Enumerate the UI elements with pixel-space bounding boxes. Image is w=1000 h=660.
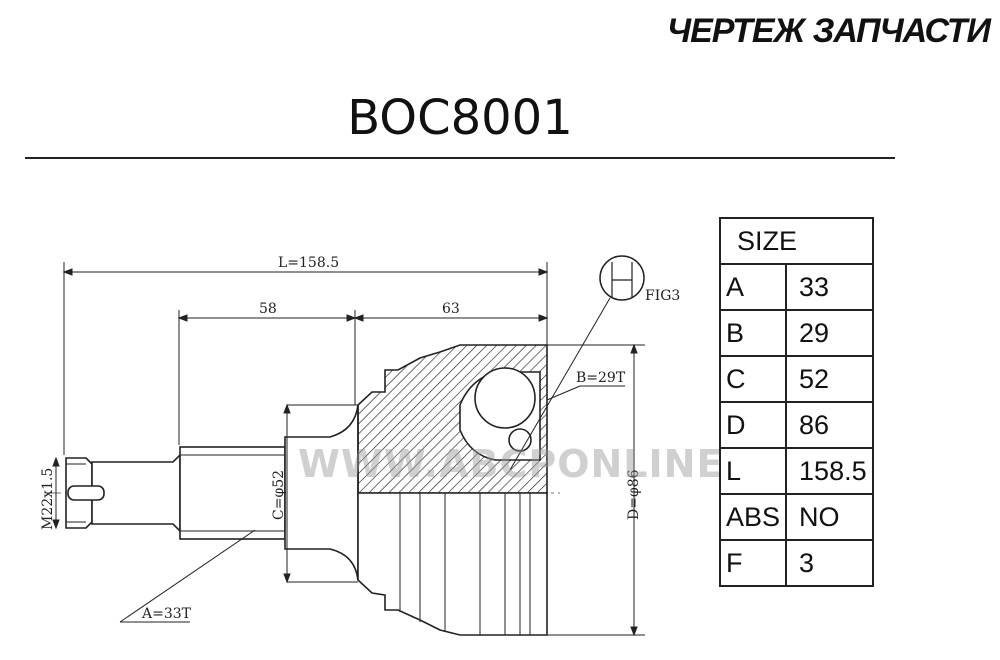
header-title: ЧЕРТЕЖ ЗАПЧАСТИ [667,12,991,50]
inner-race [459,367,541,461]
size-value: 33 [785,263,874,311]
diameter-d-label: D=φ86 [626,469,642,520]
size-value: NO [785,493,874,541]
size-key: C [718,355,788,403]
size-key: F [718,539,788,587]
size-table-header-row: SIZE [719,217,874,265]
diameter-d-dimension [547,343,645,637]
dimension-total-length [62,262,549,455]
size-table-header: SIZE [719,217,874,265]
part-number: BOC8001 [347,90,573,146]
table-row: D 86 [718,401,874,449]
dimension-section-lengths [177,310,549,445]
shaft-length-label: 58 [259,301,277,317]
watermark: WWW.ABCPONLINE [298,442,724,486]
outer-spline-leader [119,529,256,623]
diameter-c-dimension [283,403,358,584]
table-row: A 33 [718,263,874,311]
size-key: B [718,309,788,357]
size-key: L [718,447,788,495]
table-row: L 158.5 [718,447,874,495]
joint-length-label: 63 [442,301,460,317]
table-row: B 29 [718,309,874,357]
threaded-end [65,453,181,533]
total-length-label: L=158.5 [278,255,339,271]
inner-spline-label: B=29T [576,370,626,386]
size-value: 52 [785,355,874,403]
fig3-callout [509,255,645,471]
fig3-label: FIG3 [645,288,680,304]
thread-dimension [52,456,60,530]
size-key: ABS [718,493,788,541]
ball-bearing [474,367,536,429]
size-value: 86 [785,401,874,449]
title-underline [25,157,895,159]
diameter-c-label: C=φ52 [271,470,287,520]
table-row: C 52 [718,355,874,403]
thread-label: M22x1.5 [40,468,56,530]
table-row: ABS NO [718,493,874,541]
outer-spline-label: A=33T [141,606,192,622]
size-value: 3 [785,539,874,587]
size-key: A [718,263,788,311]
size-value: 158.5 [785,447,874,495]
size-key: D [718,401,788,449]
shaft [179,404,359,581]
size-table: SIZE A 33 B 29 C 52 D 86 L 158.5 ABS NO … [718,217,874,587]
size-value: 29 [785,309,874,357]
table-row: F 3 [718,539,874,587]
ball-bearing-small [508,428,532,452]
